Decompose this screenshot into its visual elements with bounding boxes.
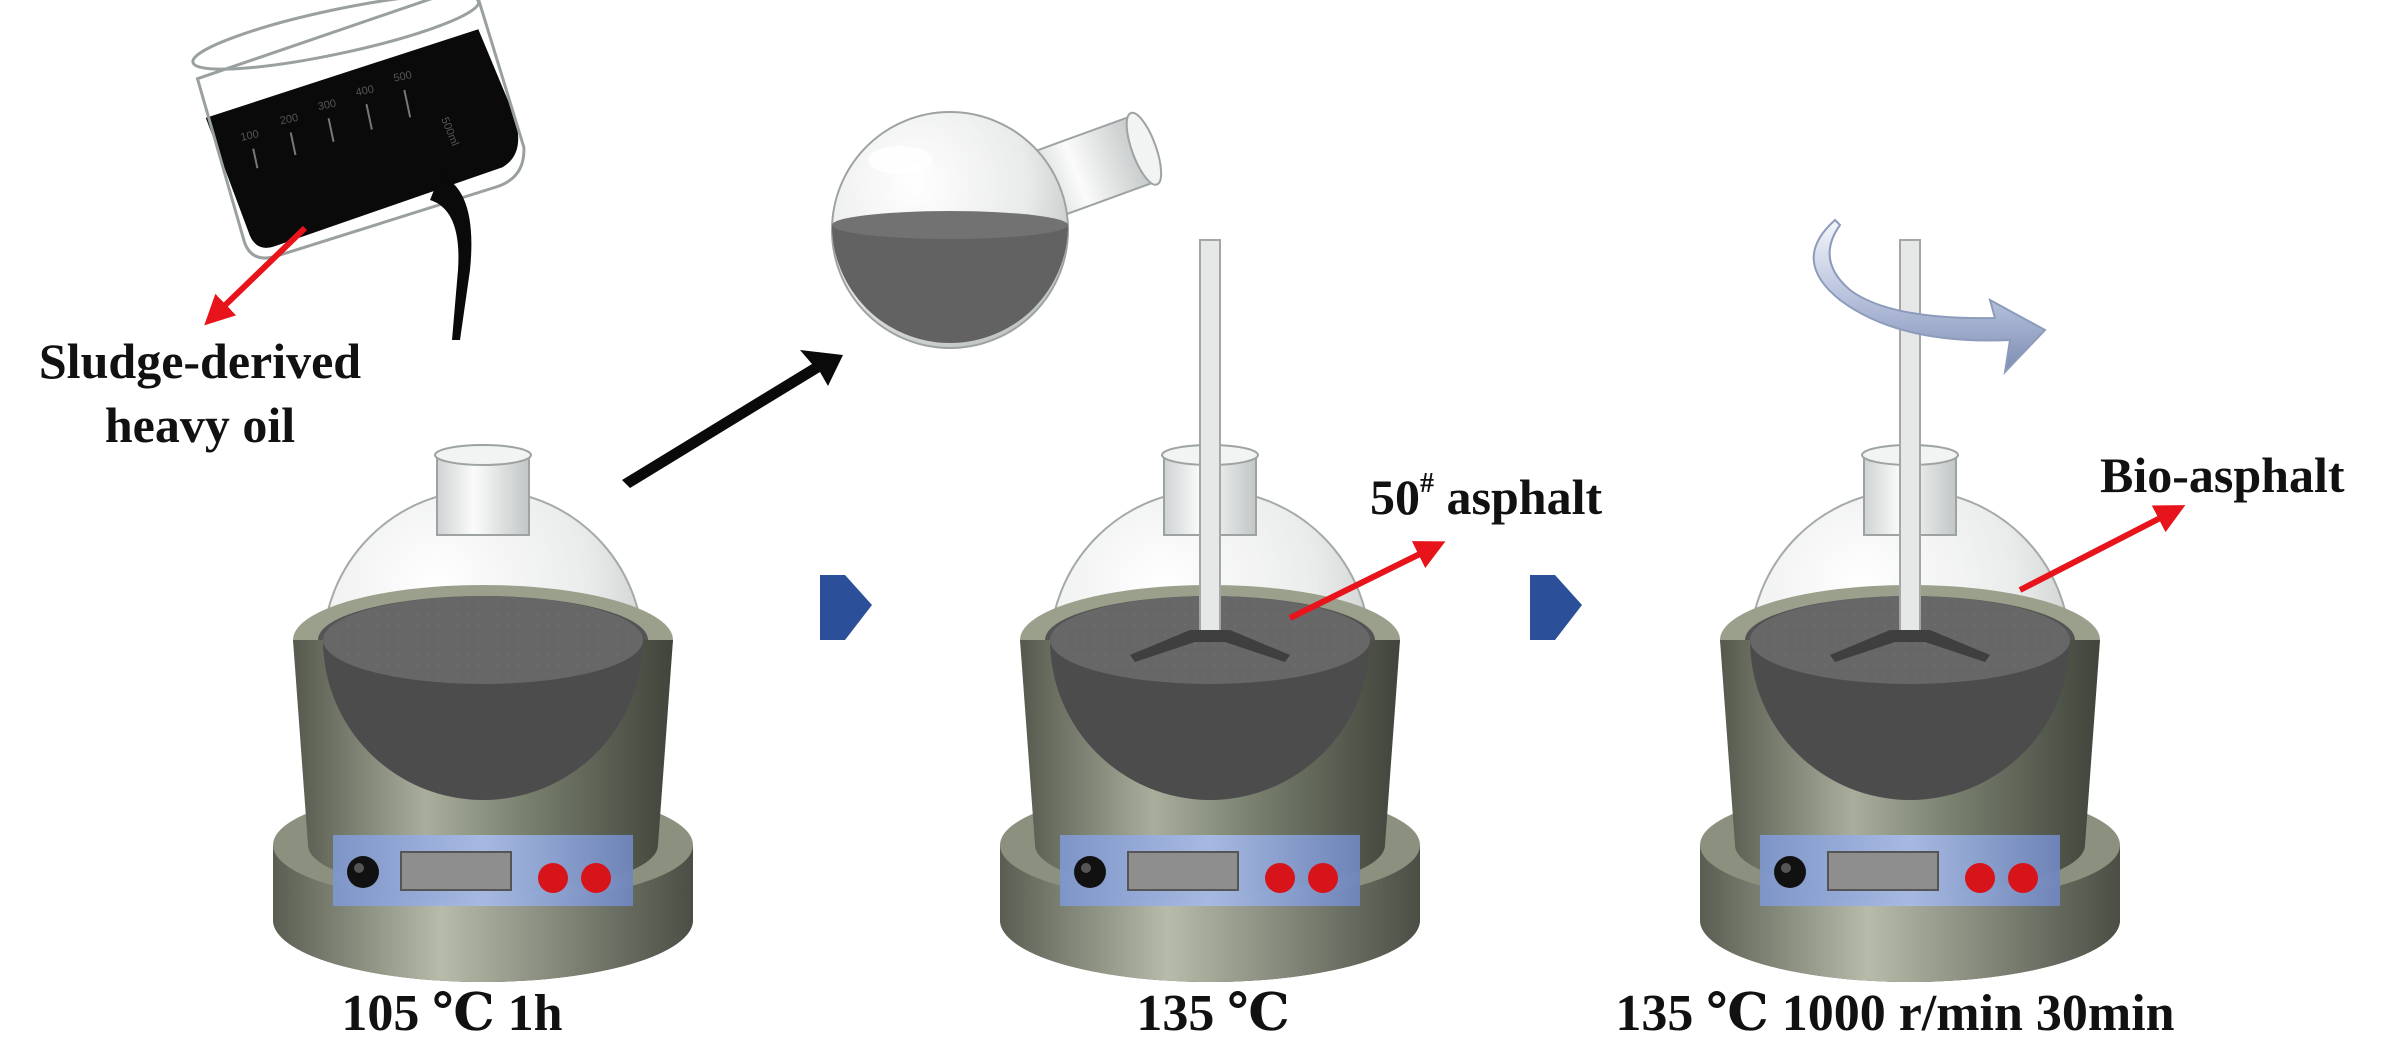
beaker-tick-100: 100 [240,128,260,144]
step3-caption: 135 ℃ 1000 r/min 30min [1615,985,2174,1042]
sludge-arrow [204,225,308,326]
beaker-tick-300: 300 [317,98,337,114]
asphalt-label-number: 50 [1370,469,1420,525]
step1-apparatus [272,444,694,983]
beaker-tick-500: 500 [393,69,413,85]
beaker-tick-200: 200 [279,112,299,128]
step3-apparatus [1699,239,2121,983]
step2-apparatus [999,239,1421,983]
bio-arrow [2018,505,2186,593]
step-arrow-1 [820,575,872,640]
sludge-label-line2: heavy oil [105,397,295,453]
transfer-arrow [622,350,843,488]
beaker-tick-marks: 100 200 300 400 500 500ml [240,69,461,169]
beaker-tick-400: 400 [355,83,375,99]
step2-caption: 135 ℃ [1136,985,1289,1042]
rotation-arrow-icon [1812,218,2047,376]
bio-asphalt-label: Bio-asphalt [2100,447,2345,503]
asphalt-label: 50# asphalt [1370,468,1602,525]
transfer-flask [831,111,1163,349]
sludge-label-line1: Sludge-derived [39,333,361,389]
step-arrow-2 [1530,575,1582,640]
step1-caption: 105 ℃ 1h [341,985,562,1042]
oil-stream [430,175,472,340]
asphalt-arrow [1288,541,1446,621]
asphalt-label-superscript: # [1420,468,1434,499]
asphalt-label-word: asphalt [1434,469,1602,525]
pouring-beaker: 100 200 300 400 500 500ml [191,0,526,260]
